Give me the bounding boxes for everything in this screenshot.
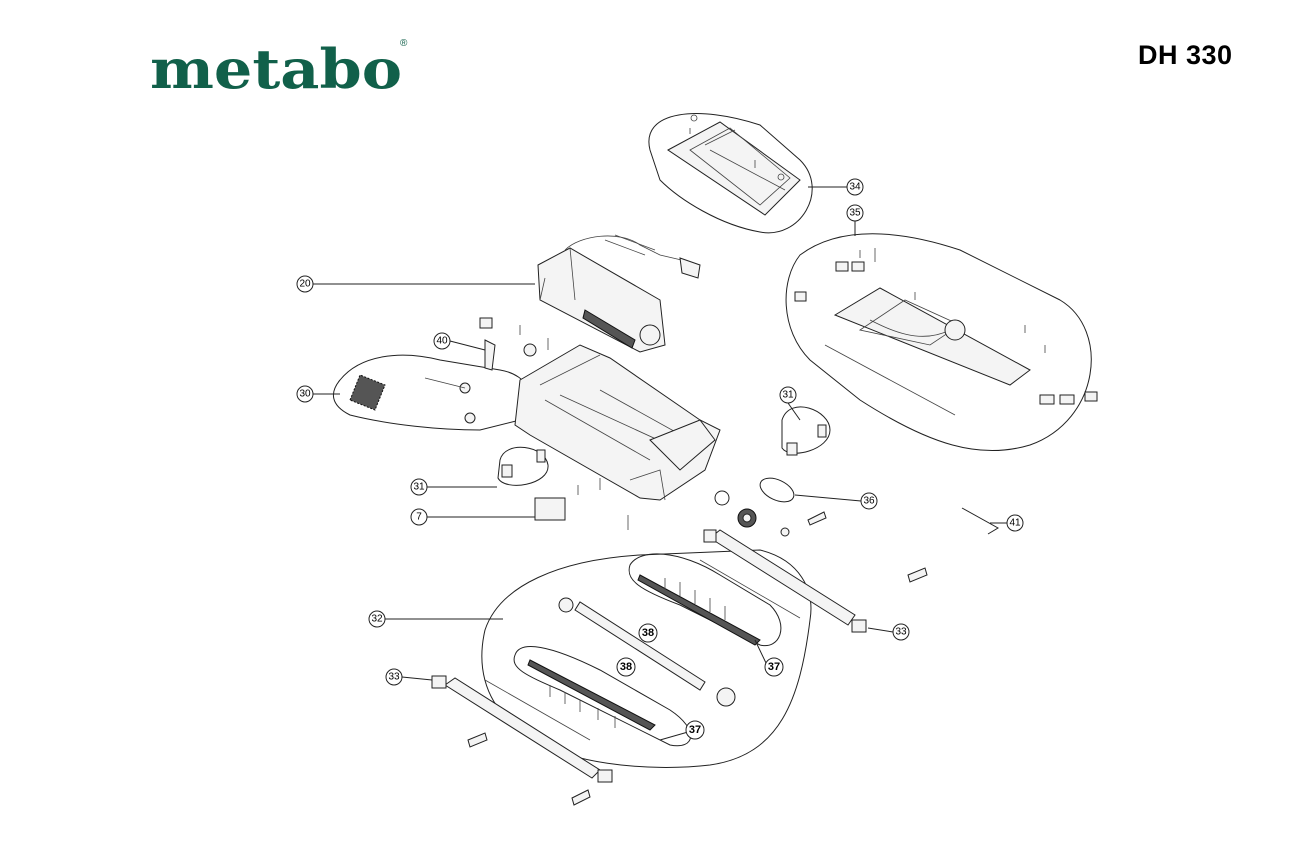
svg-text:31: 31 [413, 482, 425, 493]
group-33-right-roller [699, 529, 928, 633]
brand-wordmark: metabo [150, 38, 402, 98]
svg-text:32: 32 [371, 614, 383, 625]
group-32-cutter-head [481, 549, 812, 768]
svg-text:37: 37 [768, 661, 780, 673]
svg-text:38: 38 [642, 627, 654, 639]
group-33-left-roller [431, 675, 613, 806]
svg-text:33: 33 [388, 672, 400, 683]
callout-38-upper: 38 [638, 623, 658, 643]
group-31-left [497, 446, 549, 486]
callout-32: 32 [368, 610, 386, 628]
callout-40: 40 [433, 332, 451, 350]
svg-text:40: 40 [436, 336, 448, 347]
callout-7: 7 [410, 508, 428, 526]
svg-text:41: 41 [1009, 518, 1021, 529]
callout-31-left: 31 [410, 478, 428, 496]
svg-text:37: 37 [689, 724, 701, 736]
group-41-hex-key [961, 507, 999, 535]
callout-31-right: 31 [779, 386, 797, 404]
group-30-chain [332, 354, 531, 431]
callout-20: 20 [296, 275, 314, 293]
svg-text:30: 30 [299, 389, 311, 400]
svg-text:34: 34 [849, 182, 861, 193]
callout-37-lower: 37 [685, 720, 705, 740]
callout-33-right: 33 [892, 623, 910, 641]
svg-text:20: 20 [299, 279, 311, 290]
group-36-belt-gear [714, 477, 827, 537]
group-20-motor [537, 234, 701, 353]
group-40-bracket [479, 317, 549, 371]
leader-lines [313, 186, 1007, 741]
model-title: DH 330 [1138, 40, 1233, 70]
group-31-right [781, 406, 831, 456]
callout-33-left: 33 [385, 668, 403, 686]
registered-mark: ® [400, 38, 408, 49]
group-34-top-cover [648, 113, 813, 234]
group-35-height-adjust [785, 233, 1098, 452]
main-housing [514, 344, 721, 530]
callout-35: 35 [846, 204, 864, 222]
callout-37-upper: 37 [764, 657, 784, 677]
callout-34: 34 [846, 178, 864, 196]
metabo-logo: metabo ® [150, 38, 408, 98]
callout-30: 30 [296, 385, 314, 403]
svg-text:31: 31 [782, 390, 794, 401]
callout-38-lower: 38 [616, 657, 636, 677]
svg-text:33: 33 [895, 627, 907, 638]
svg-text:38: 38 [620, 661, 632, 673]
callout-41: 41 [1006, 514, 1024, 532]
callout-36: 36 [860, 492, 878, 510]
svg-text:35: 35 [849, 208, 861, 219]
svg-text:36: 36 [863, 496, 875, 507]
svg-text:7: 7 [416, 512, 422, 523]
